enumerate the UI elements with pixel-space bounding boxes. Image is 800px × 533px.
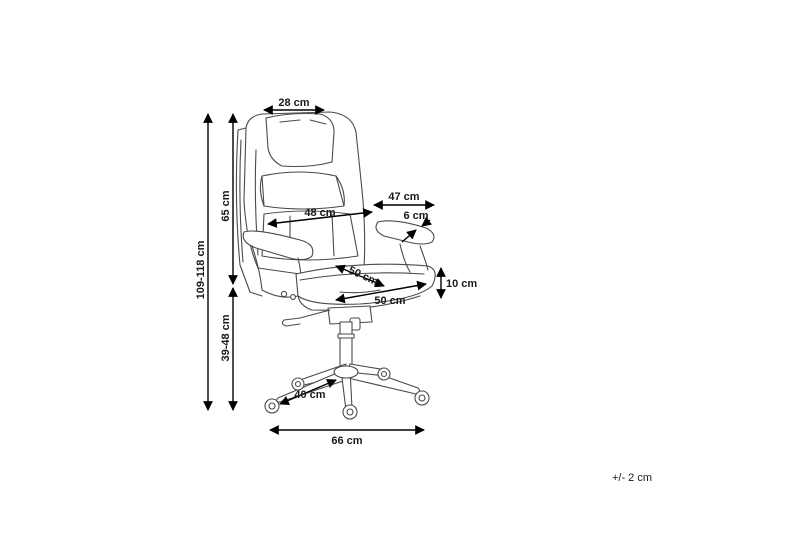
tolerance-note: +/- 2 cm [612, 472, 652, 484]
dim-line-base-radius [279, 378, 337, 406]
dimension-lines [203, 105, 446, 435]
label-base-radius: 40 cm [294, 389, 325, 401]
label-backrest-height: 65 cm [220, 190, 232, 221]
dim-line-seat-width [335, 280, 427, 304]
caster-wheel [414, 390, 430, 406]
label-total-height: 109-118 cm [195, 240, 207, 299]
caster-wheel [342, 404, 358, 420]
label-seat-thickness: 10 cm [446, 278, 477, 290]
label-base-width: 66 cm [331, 435, 362, 447]
caster-wheel [377, 367, 391, 381]
label-armrest-width: 6 cm [403, 210, 428, 222]
label-backrest-width: 48 cm [304, 207, 335, 219]
label-seat-height: 39-48 cm [220, 314, 232, 361]
label-headrest-width: 28 cm [278, 97, 309, 109]
dim-line-backrest-width [267, 208, 373, 228]
chair-illustration [235, 111, 436, 420]
caster-wheel [264, 398, 280, 414]
dim-line-armrest-width [401, 229, 417, 243]
label-seat-width: 50 cm [374, 295, 405, 307]
label-armrest-depth: 47 cm [388, 191, 419, 203]
